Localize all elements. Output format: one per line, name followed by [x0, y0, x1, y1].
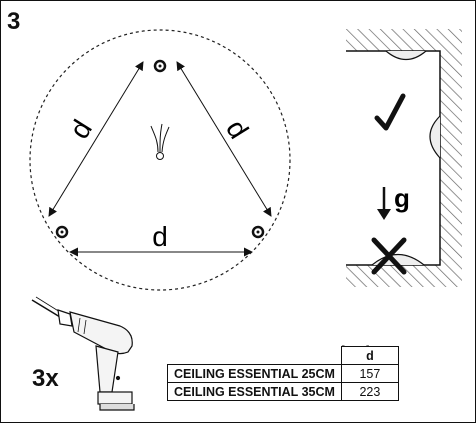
table-row: CEILING ESSENTIAL 25CM 157: [167, 364, 399, 383]
gravity-label: g: [394, 183, 410, 213]
product-distance: 223: [340, 382, 399, 401]
wire-icon: [150, 123, 170, 160]
distance-label-right: d: [220, 114, 255, 144]
distance-arrow-right: [176, 61, 272, 217]
table-header-d: d: [340, 346, 399, 365]
wall-diagram: [346, 29, 462, 287]
distance-arrow-left: [48, 61, 144, 217]
table-header-row: d: [168, 346, 399, 365]
checkmark-icon: [374, 93, 406, 131]
lamp-wall: [429, 115, 441, 159]
screw-hole-top: [153, 59, 167, 73]
product-name: CEILING ESSENTIAL 25CM: [167, 364, 342, 383]
down-arrow-icon: [377, 187, 391, 220]
product-distance: 157: [340, 364, 399, 383]
step-number: 3: [7, 8, 21, 35]
screw-hole-left: [55, 225, 69, 239]
distance-label-left: d: [63, 114, 98, 144]
floor-hatch: [346, 265, 440, 287]
dimension-table: d CEILING ESSENTIAL 25CM 157 CEILING ESS…: [167, 346, 399, 401]
mounting-circle: [29, 29, 291, 291]
cross-icon: [371, 237, 407, 275]
distance-label-bottom: d: [152, 221, 168, 252]
table-corner: [168, 347, 342, 365]
screw-hole-right: [251, 225, 265, 239]
product-name: CEILING ESSENTIAL 35CM: [167, 382, 342, 401]
table-row: CEILING ESSENTIAL 35CM 223: [167, 382, 399, 401]
lamp-ceiling: [385, 50, 427, 61]
drill-quantity: 3x: [32, 365, 59, 392]
ceiling-hatch: [346, 29, 462, 51]
drill-icon: [31, 296, 135, 411]
